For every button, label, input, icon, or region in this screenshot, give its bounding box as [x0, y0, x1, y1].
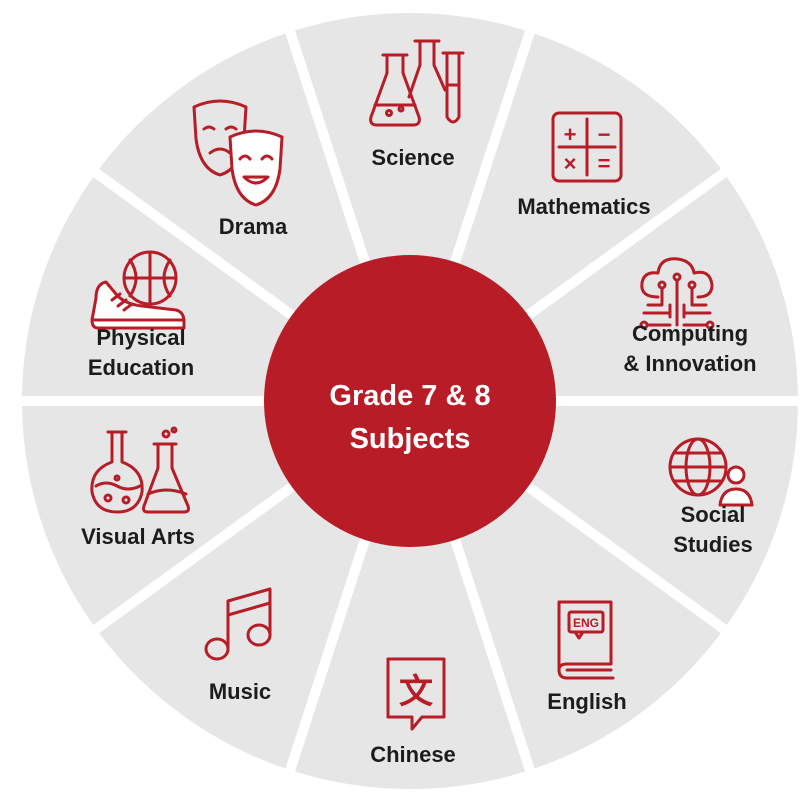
segment-label: English	[547, 689, 626, 714]
chinese-character-icon: 文	[386, 657, 446, 731]
center-title-line-1: Grade 7 & 8	[329, 380, 490, 412]
icons-layer: + − × =	[90, 39, 754, 731]
beakers-icon	[369, 39, 465, 127]
cloud-circuit-icon	[639, 257, 715, 330]
center-title-line-2: Subjects	[350, 423, 471, 455]
segment-chinese	[283, 396, 537, 799]
segment-label: Drama	[219, 214, 288, 239]
calc-equals-glyph: =	[598, 151, 611, 176]
calc-plus-glyph: +	[564, 122, 577, 147]
calculator-icon: + − × =	[551, 111, 623, 183]
paint-flasks-icon	[90, 426, 190, 514]
eng-glyph: ENG	[573, 616, 599, 630]
theatre-masks-icon	[192, 99, 284, 207]
calc-times-glyph: ×	[564, 151, 577, 176]
music-note-icon	[204, 587, 272, 661]
calc-minus-glyph: −	[598, 122, 611, 147]
segment-label: Education	[88, 355, 194, 380]
basketball-shoe-icon	[90, 250, 186, 330]
segment-label: Mathematics	[517, 194, 650, 219]
segment-label: Studies	[673, 532, 752, 557]
segment-label: & Innovation	[623, 351, 756, 376]
eng-book-icon: ENG	[557, 600, 615, 680]
center-circle	[264, 255, 556, 547]
segment-label: Science	[371, 145, 454, 170]
segment-label: Visual Arts	[81, 524, 195, 549]
segment-label: Music	[209, 679, 271, 704]
segment-label: Chinese	[370, 742, 456, 767]
segment-label: Social	[681, 502, 746, 527]
globe-person-icon	[668, 437, 754, 507]
chinese-glyph: 文	[399, 673, 433, 711]
segment-label: Computing	[632, 321, 748, 346]
segment-science	[283, 3, 537, 406]
segment-label: Physical	[96, 325, 185, 350]
